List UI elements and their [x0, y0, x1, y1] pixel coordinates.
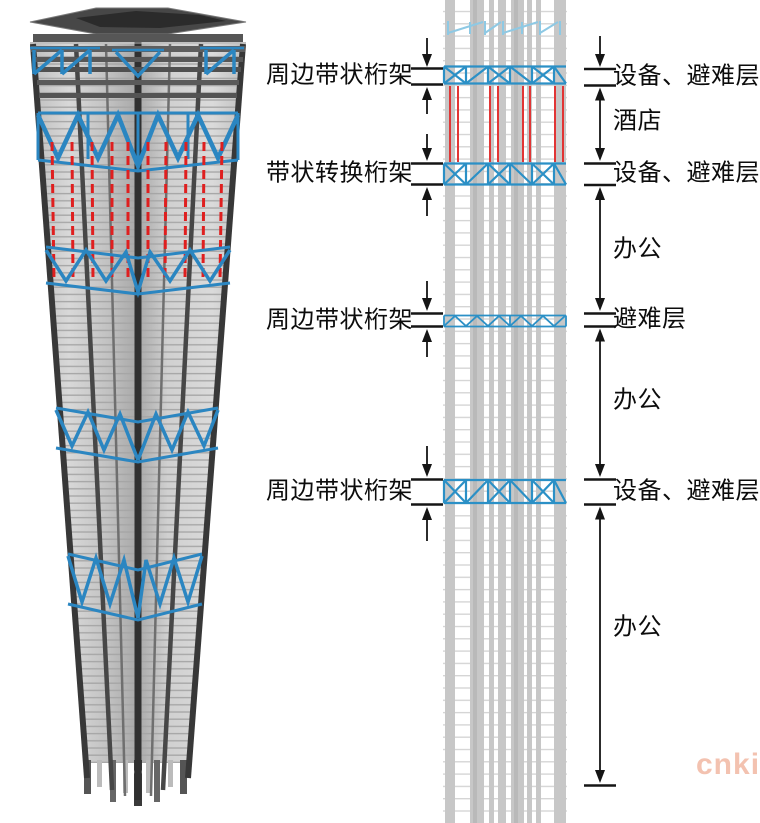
zone-label-hotel: 酒店	[613, 108, 662, 135]
zone-label-equipment-3: 设备、避难层	[613, 478, 760, 505]
belt-truss-band-3	[44, 245, 232, 299]
crown-truss-band	[447, 21, 561, 35]
tower-3d-model	[29, 7, 247, 806]
belt-truss-c	[442, 478, 567, 505]
zone-label-equipment-2: 设备、避难层	[613, 160, 760, 187]
zone-label-office-3: 办公	[613, 614, 662, 641]
zone-label-refuge: 避难层	[613, 306, 687, 333]
tower-roof-plates	[29, 7, 247, 98]
transfer-truss-b	[442, 162, 567, 186]
truss-label-2: 带状转换桁架	[266, 160, 413, 187]
truss-label-3: 周边带状桁架	[266, 307, 413, 334]
mid-belt-truss	[443, 314, 567, 328]
belt-truss-a	[442, 65, 567, 85]
zone-label-office-1: 办公	[613, 236, 662, 263]
zone-label-equipment-1: 设备、避难层	[613, 63, 760, 90]
zone-label-office-2: 办公	[613, 387, 662, 414]
truss-label-1: 周边带状桁架	[266, 62, 413, 89]
belt-truss-band-4	[54, 406, 220, 464]
belt-truss-band-5	[66, 552, 204, 622]
elevation-diagram	[442, 0, 567, 823]
elevation-columns	[445, 0, 566, 823]
hotel-hanging-columns	[449, 86, 564, 162]
truss-label-4: 周边带状桁架	[266, 478, 413, 505]
right-dimension-chain	[584, 36, 616, 787]
left-dimension-chain	[411, 38, 443, 541]
belt-truss-band-1	[30, 46, 244, 79]
cnki-watermark: cnki	[696, 748, 760, 781]
